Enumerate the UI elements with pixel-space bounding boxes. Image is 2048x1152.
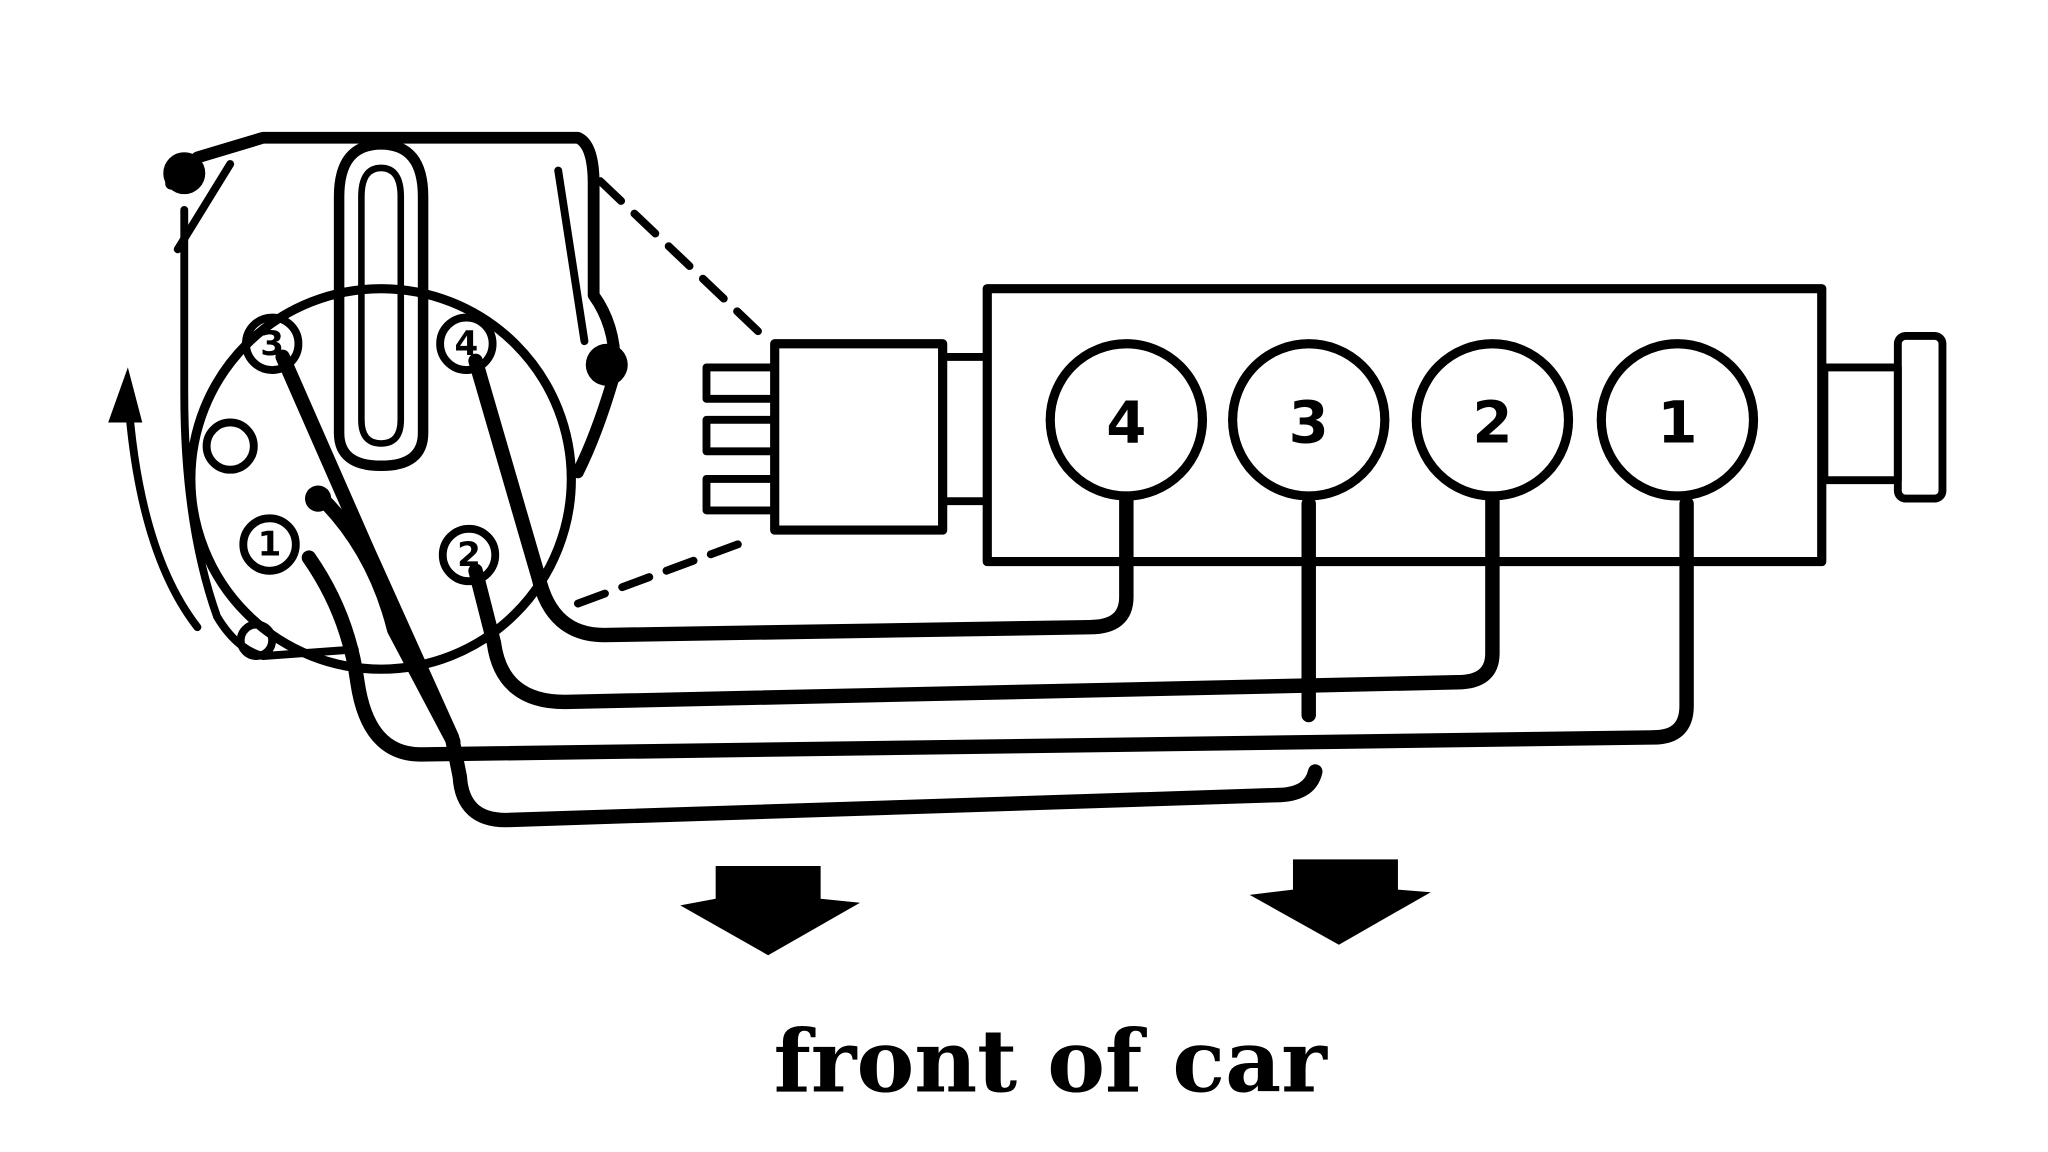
cylinder-label: 2: [1472, 388, 1512, 456]
distributor-housing-edge: [173, 160, 589, 346]
vent-hole: [202, 418, 258, 474]
leader-line: [573, 534, 759, 608]
distributor: 3 4 1 2: [163, 131, 628, 674]
cylinder-1: 1: [1596, 339, 1759, 501]
cylinder-4: 4: [1045, 339, 1208, 501]
down-arrow-icon: [1249, 859, 1431, 945]
terminal-3: [242, 313, 303, 374]
wire-cylinder-4: [468, 353, 1134, 643]
distributor-cap: [186, 284, 576, 674]
leader-line: [596, 177, 766, 339]
terminal-2: [438, 524, 500, 586]
wire-cylinder-1: [301, 496, 1694, 762]
cylinder-label: 1: [1657, 388, 1697, 456]
cylinder-2: 2: [1411, 339, 1574, 501]
mount-bolt-icon: [163, 152, 206, 195]
caption: front of car: [774, 1012, 1329, 1113]
rotor-inner: [358, 164, 405, 447]
down-arrow-icon: [680, 865, 860, 956]
terminal-4: [436, 313, 497, 374]
wire-cylinder-3: [275, 349, 1323, 828]
wire-cylinder-2: [468, 491, 1500, 710]
terminal-label: 4: [455, 324, 479, 364]
mount-bolt-icon: [585, 343, 628, 386]
terminal-label: 1: [258, 525, 282, 565]
cylinder-label: 3: [1289, 388, 1329, 456]
crank-pulley: [1820, 331, 1947, 503]
wire-segment: [314, 491, 461, 749]
ignition-coil: [702, 339, 992, 535]
cylinder-label: 4: [1106, 388, 1146, 456]
rotor: [333, 139, 429, 472]
cylinder-3: 3: [1228, 339, 1390, 501]
rotation-arrow-icon: [108, 367, 202, 632]
terminal-1: [239, 514, 300, 575]
